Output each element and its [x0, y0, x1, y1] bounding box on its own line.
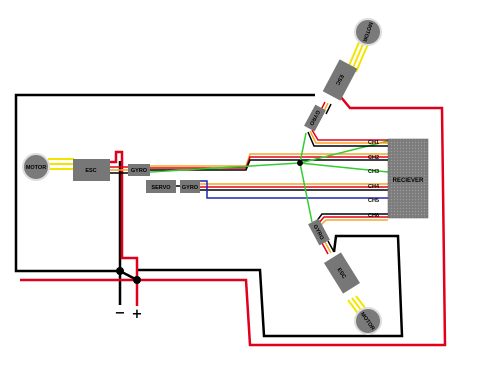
servo-label: SERVO	[151, 185, 171, 191]
receiver-channel-labels: CH1 CH2 CH3 CH4 CH5 CH6	[368, 140, 380, 219]
top-esc-to-ch1	[299, 129, 388, 164]
channel-label-ch4: CH4	[368, 184, 380, 190]
gyro-center: GYRO	[180, 180, 200, 193]
channel-label-ch6: CH6	[368, 213, 379, 219]
channel-label-ch1: CH1	[368, 140, 379, 146]
servo: SERVO	[146, 180, 176, 193]
bottom-esc-to-gyro	[321, 240, 335, 255]
receiver-body	[387, 138, 429, 219]
gyro-bottom: GYRO	[308, 218, 330, 246]
motor-left-label: MOTOR	[26, 165, 46, 171]
receiver-label: RECIEVER	[393, 178, 424, 184]
junction-dots	[116, 160, 303, 284]
servo-gyro-to-receiver	[176, 162, 389, 199]
positive-terminal-label: +	[132, 307, 143, 322]
motor-top: MOTOR	[354, 18, 382, 46]
esc-left: ESC	[73, 159, 110, 181]
esc-bottom-label: ESC	[336, 267, 347, 280]
gyro-center-label: GYRO	[182, 185, 199, 191]
gyro-left: GYRO	[128, 164, 150, 176]
red-power-wires	[20, 95, 447, 347]
junction-positive	[133, 276, 141, 284]
junction-negative	[116, 267, 124, 275]
red-wire-main-loop	[20, 95, 447, 347]
junction-signal	[297, 160, 303, 166]
red-wire-esc-left	[99, 150, 139, 306]
negative-terminal-label: −	[115, 306, 126, 321]
motor-left: MOTOR	[22, 153, 50, 181]
gyro-top: GYRO	[304, 104, 326, 132]
motor-bottom: MOTOR	[354, 307, 382, 335]
esc-to-gyro-leads	[110, 166, 128, 174]
esc-top: ESC	[322, 59, 358, 101]
black-power-wires	[14, 93, 404, 338]
motor-left-leads	[48, 158, 74, 170]
esc-bottom: ESC	[323, 252, 361, 294]
channel-label-ch5: CH5	[368, 198, 379, 204]
black-wire-bottom-right-loop	[137, 234, 404, 338]
receiver: RECIEVER CH1 CH2 CH3 CH4 CH5 CH6	[368, 138, 429, 219]
motor-top-leads	[347, 39, 369, 73]
esc-left-label: ESC	[85, 168, 96, 174]
signal-wires	[48, 39, 389, 317]
channel-label-ch3: CH3	[368, 169, 379, 175]
channel-label-ch2: CH2	[368, 155, 379, 161]
gyro-left-label: GYRO	[131, 168, 148, 174]
esc-top-label: ESC	[334, 73, 345, 86]
black-wire-left-loop	[14, 93, 315, 273]
